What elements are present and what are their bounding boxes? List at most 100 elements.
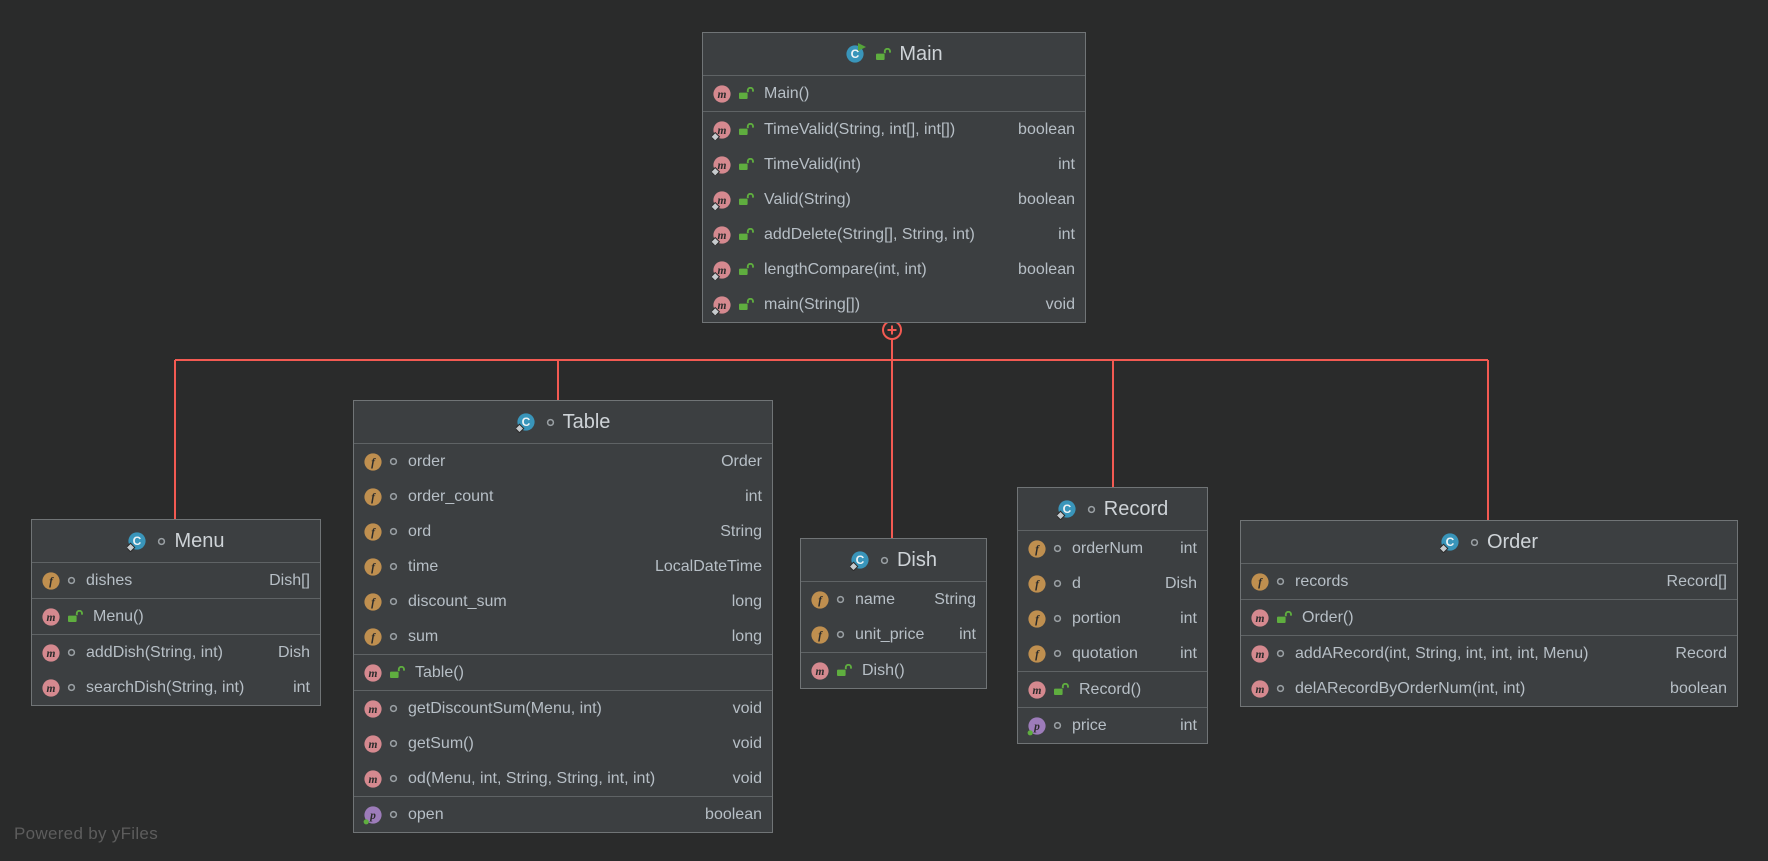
package-private-icon xyxy=(67,576,76,585)
method-icon: m xyxy=(363,699,383,719)
method-icon: m xyxy=(1250,679,1270,699)
class-icon: C xyxy=(1056,498,1079,520)
svg-text:f: f xyxy=(1258,577,1263,589)
class-header[interactable]: C Table xyxy=(354,401,772,444)
class-icon: C xyxy=(1439,531,1462,553)
public-lock-icon xyxy=(738,193,754,206)
svg-text:f: f xyxy=(371,527,376,539)
package-private-icon xyxy=(1470,538,1479,547)
svg-text:m: m xyxy=(47,683,56,695)
class-icon: C xyxy=(849,549,872,571)
field-icon: f xyxy=(1027,574,1047,594)
svg-text:f: f xyxy=(818,595,823,607)
package-private-icon xyxy=(389,810,398,819)
package-private-icon xyxy=(389,632,398,641)
svg-text:C: C xyxy=(856,553,865,567)
field-icon: f xyxy=(1027,644,1047,664)
member-label: addDish(String, int) xyxy=(86,643,223,661)
svg-text:m: m xyxy=(718,89,727,101)
member-type: Dish xyxy=(1164,574,1197,592)
member-label: TimeValid(String, int[], int[]) xyxy=(764,120,956,138)
expand-collapse-badge[interactable] xyxy=(882,320,902,340)
member-type: int xyxy=(293,678,310,696)
class-icon: C xyxy=(127,530,149,552)
public-lock-icon xyxy=(836,664,852,677)
package-private-icon xyxy=(1276,684,1285,693)
member-type: int xyxy=(959,625,976,643)
field-row[interactable]: f d Dish xyxy=(1018,566,1207,601)
svg-text:m: m xyxy=(369,704,378,716)
package-private-icon xyxy=(1053,649,1062,658)
field-icon: f xyxy=(363,557,383,577)
package-private-icon xyxy=(389,527,398,536)
member-type: boolean xyxy=(1018,260,1075,278)
svg-text:f: f xyxy=(1035,614,1040,626)
runnable-class-icon: C xyxy=(845,43,867,65)
svg-text:m: m xyxy=(369,668,378,680)
class-title: Table xyxy=(562,410,611,433)
field-icon: f xyxy=(810,625,830,645)
svg-text:f: f xyxy=(1035,544,1040,556)
member-label: addARecord(int, String, int, int, int, M… xyxy=(1295,644,1589,662)
svg-text:C: C xyxy=(1062,502,1071,516)
member-label: d xyxy=(1072,574,1081,592)
member-label: lengthCompare(int, int) xyxy=(764,260,927,278)
member-label: records xyxy=(1295,572,1349,590)
property-icon: p xyxy=(363,805,383,825)
method-icon: m xyxy=(712,225,732,245)
package-private-icon xyxy=(1053,579,1062,588)
member-type: String xyxy=(720,522,762,540)
member-label: order xyxy=(408,452,446,470)
class-icon: C xyxy=(515,411,538,433)
